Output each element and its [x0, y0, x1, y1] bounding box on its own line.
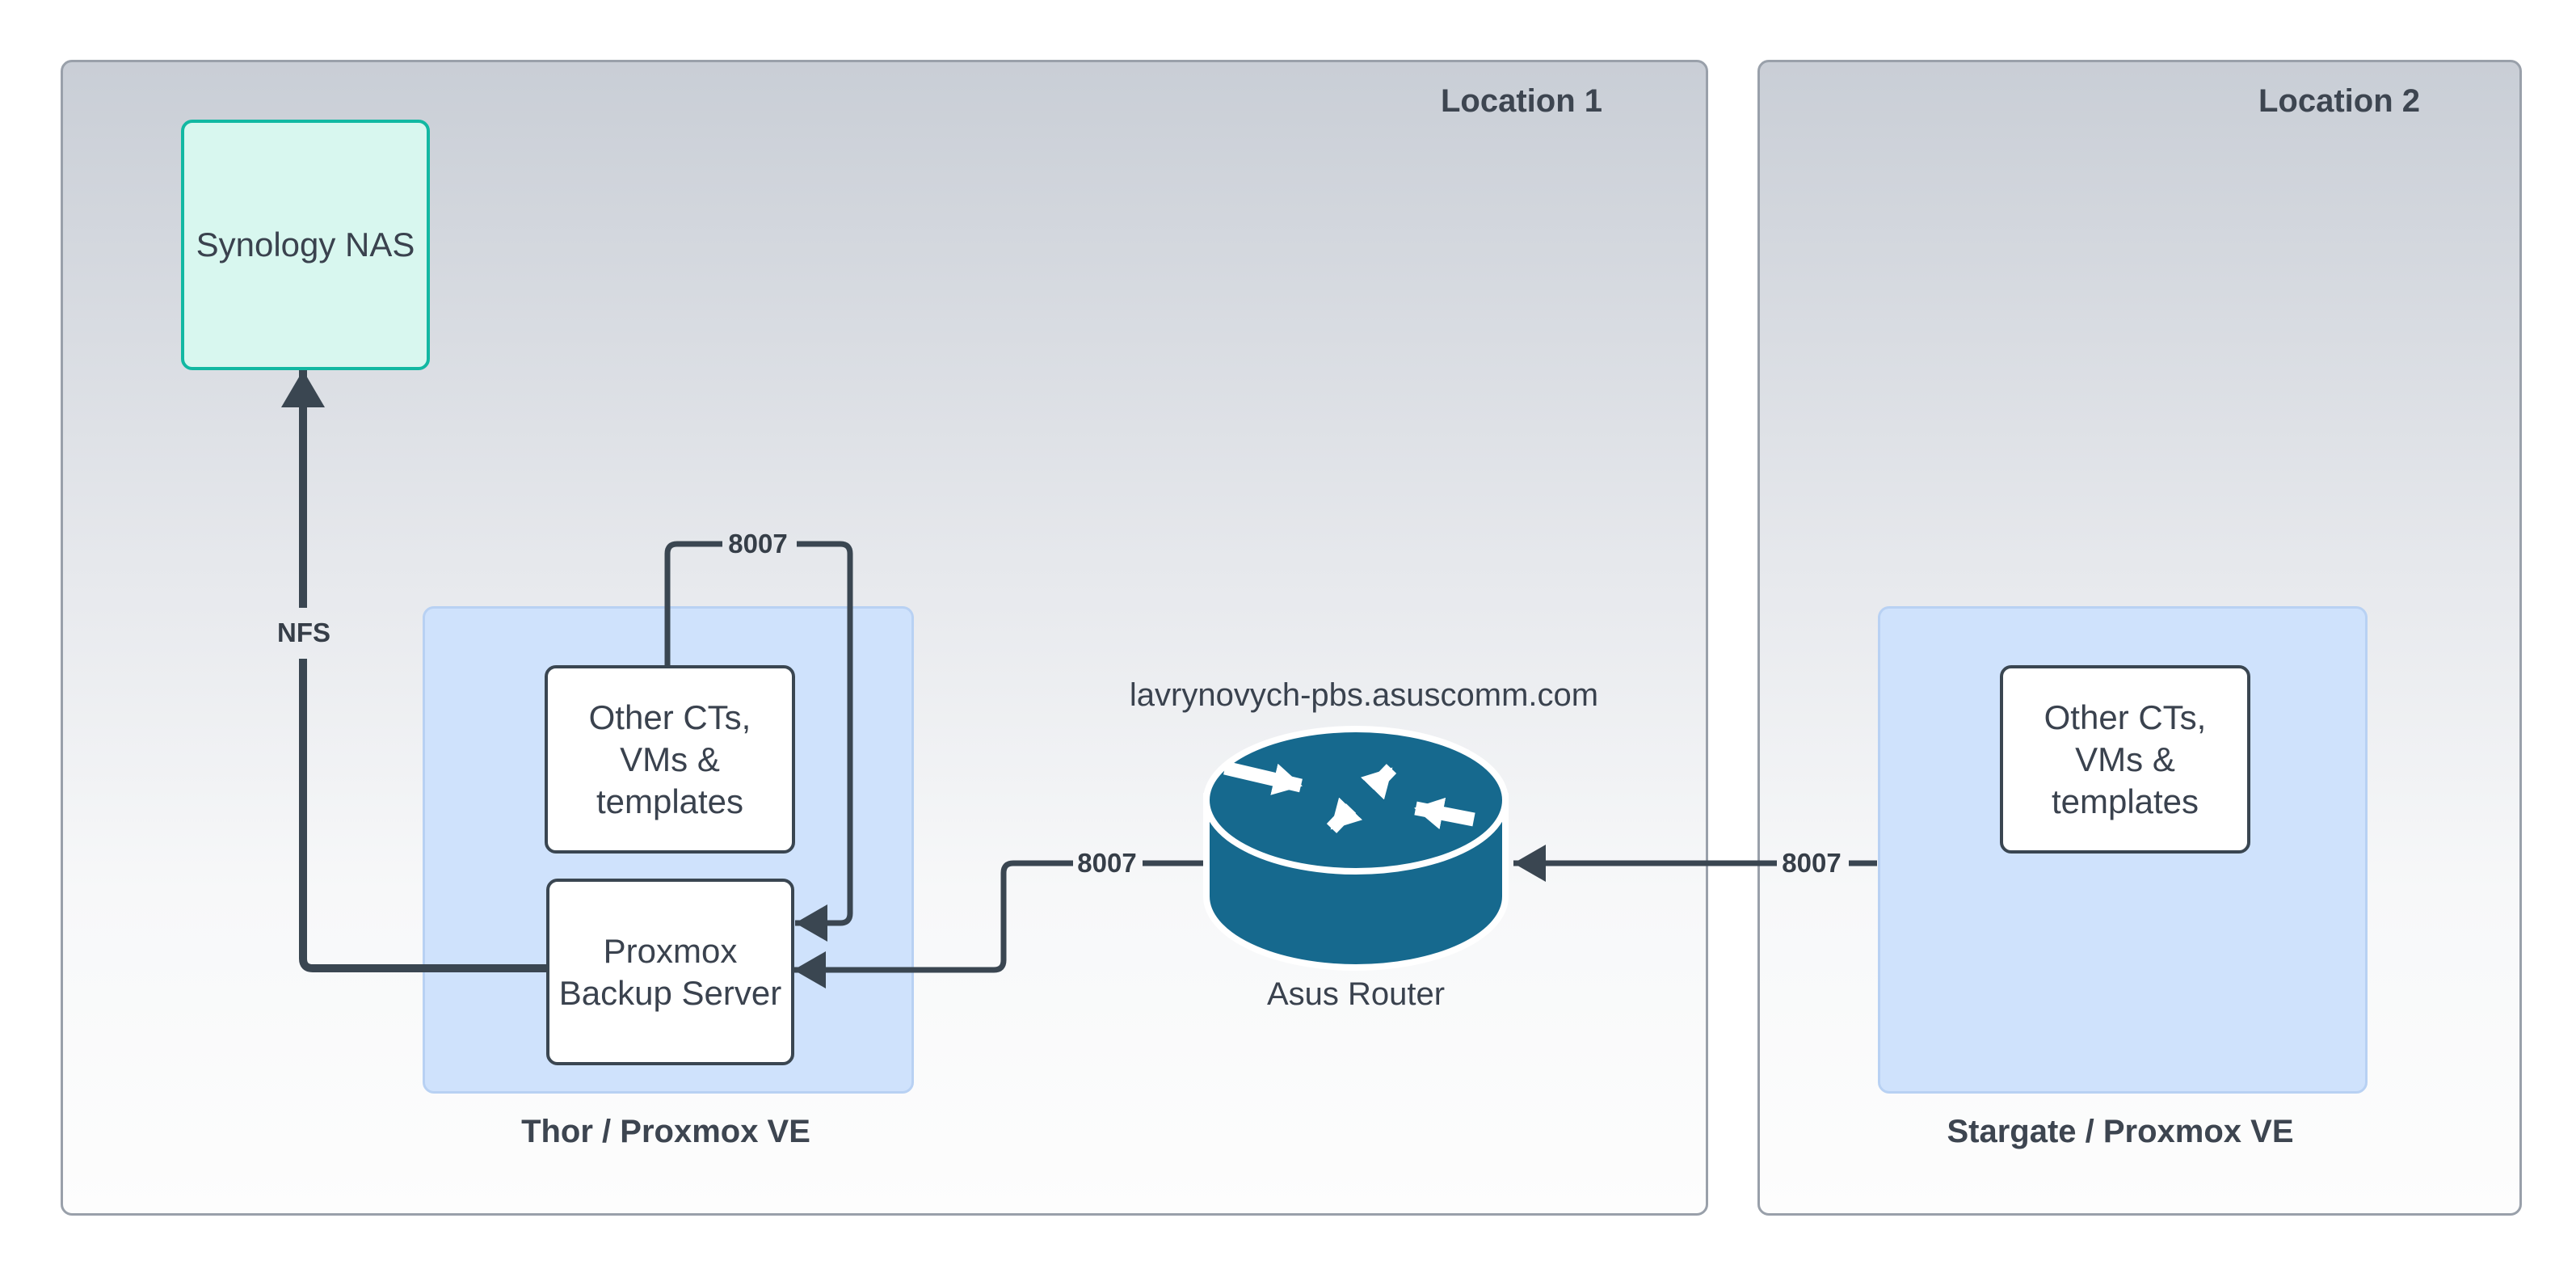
synology-nas-node: Synology NAS	[181, 120, 430, 370]
stargate-group-title: Stargate / Proxmox VE	[1947, 1114, 2294, 1149]
stargate-other-cts-node: Other CTs, VMs & templates	[2000, 665, 2250, 854]
location-1-title: Location 1	[1440, 83, 1602, 119]
stargate-port-label: 8007	[1782, 848, 1842, 878]
loop-port-label: 8007	[728, 529, 788, 559]
router-hostname-label: lavrynovych-pbs.asuscomm.com	[1129, 677, 1599, 713]
thor-other-cts-node: Other CTs, VMs & templates	[545, 665, 795, 854]
location-2-title: Location 2	[2258, 83, 2420, 119]
proxmox-backup-server-node: Proxmox Backup Server	[546, 879, 794, 1065]
thor-group-title: Thor / Proxmox VE	[521, 1114, 810, 1149]
router-to-pbs-port-label: 8007	[1077, 848, 1137, 878]
router-name-label: Asus Router	[1266, 976, 1446, 1012]
nfs-label: NFS	[277, 618, 330, 647]
